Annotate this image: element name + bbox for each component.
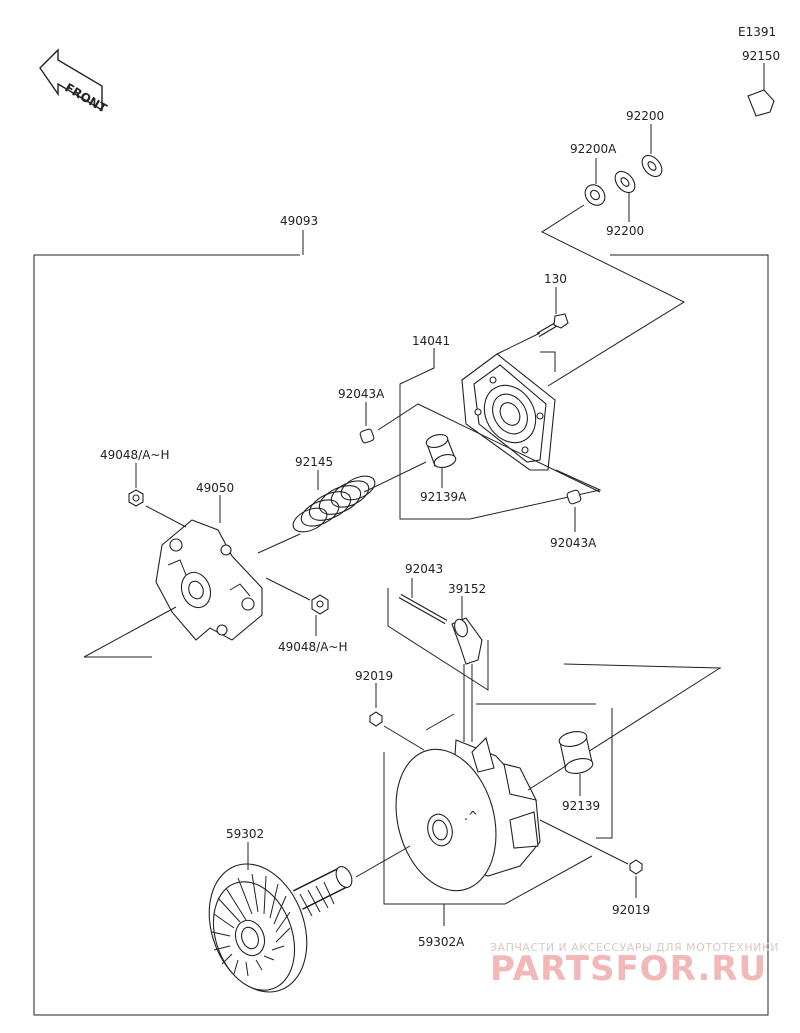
watermark-tagline: ЗАПЧАСТИ И АКСЕССУАРЫ ДЛЯ МОТОТЕХНИКИ: [490, 941, 779, 954]
nut-49048-bottom[interactable]: [311, 594, 329, 615]
label-92200-bottom: 92200: [606, 224, 644, 238]
washer-92200-b[interactable]: [611, 168, 639, 197]
label-92043: 92043: [405, 562, 443, 576]
nut-92019-top[interactable]: [369, 711, 383, 727]
label-92019-top: 92019: [355, 669, 393, 683]
label-92019-bottom: 92019: [612, 903, 650, 917]
bushing-92139A[interactable]: [425, 432, 457, 469]
assembly-frame: [33, 254, 769, 1016]
label-92150: 92150: [742, 49, 780, 63]
label-59302: 59302: [226, 827, 264, 841]
spring-92145[interactable]: [289, 471, 378, 536]
bolt-130[interactable]: [536, 313, 569, 338]
label-130: 130: [544, 272, 567, 286]
spider-49050[interactable]: [155, 519, 263, 641]
label-92200-top: 92200: [626, 109, 664, 123]
label-49048-top: 49048/A~H: [100, 448, 170, 462]
label-92043A-bottom: 92043A: [550, 536, 597, 550]
label-92043A-top: 92043A: [338, 387, 385, 401]
bolt-92150[interactable]: [667, 89, 775, 157]
moveable-sheave-59302A[interactable]: .^: [381, 736, 541, 902]
fixed-sheave-59302[interactable]: [192, 850, 355, 1006]
bushing-92139[interactable]: [558, 729, 594, 776]
pin-92043[interactable]: [398, 593, 448, 625]
label-39152: 39152: [448, 582, 486, 596]
label-49048-bottom: 49048/A~H: [278, 640, 348, 654]
pin-92043A-bottom[interactable]: [566, 489, 582, 505]
nut-92019-bottom[interactable]: [629, 859, 643, 875]
label-92139: 92139: [562, 799, 600, 813]
nut-92200A[interactable]: [581, 181, 609, 209]
weight-39152[interactable]: [451, 617, 483, 665]
label-49050: 49050: [196, 481, 234, 495]
label-92139A: 92139A: [420, 490, 467, 504]
cover-14041[interactable]: [461, 353, 556, 471]
label-14041: 14041: [412, 334, 450, 348]
label-92200A: 92200A: [570, 142, 617, 156]
label-92145: 92145: [295, 455, 333, 469]
watermark-brand: PARTSFOR.RU: [490, 949, 767, 989]
label-49093: 49093: [280, 214, 318, 228]
diagram-code: E1391: [738, 25, 776, 39]
pin-92043A-top[interactable]: [359, 428, 375, 444]
front-arrow-icon: FRONT: [39, 48, 110, 116]
nut-49048-top[interactable]: [128, 489, 144, 507]
washer-92200-a[interactable]: [638, 152, 666, 181]
svg-text:.^: .^: [464, 809, 478, 823]
label-59302A: 59302A: [418, 935, 465, 949]
